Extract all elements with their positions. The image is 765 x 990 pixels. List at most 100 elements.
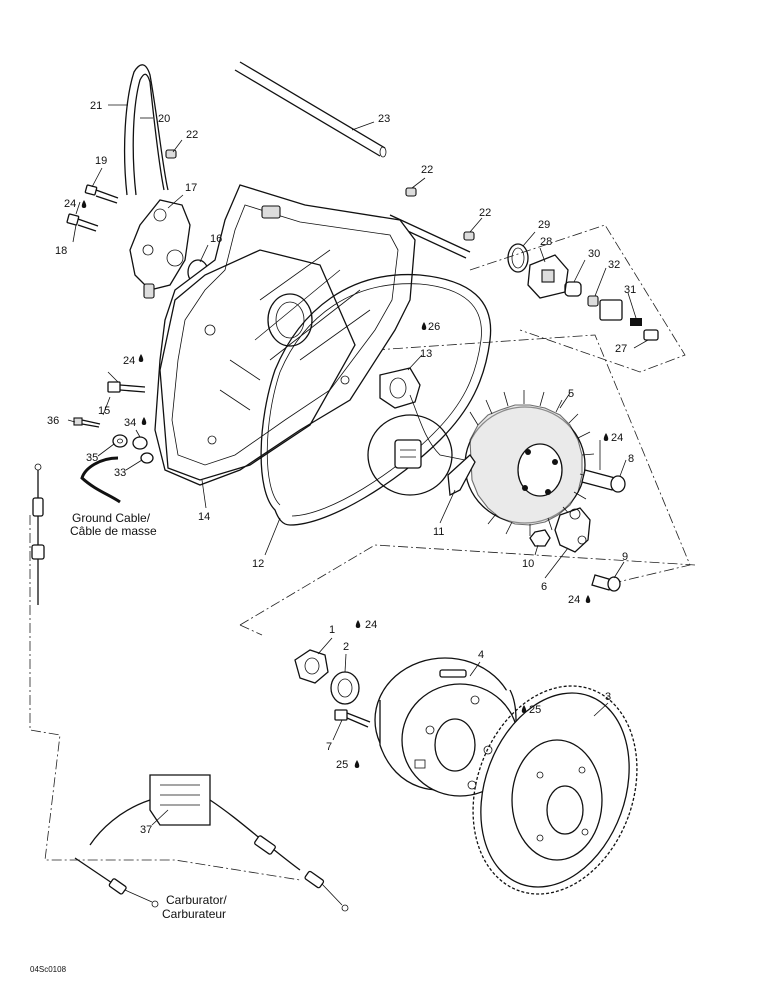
label-19: 19 [95,155,107,167]
oil-drop-icon [81,200,87,208]
leader-lines [67,104,649,826]
label-6: 6 [541,581,547,593]
nut-33 [140,452,154,464]
label-29: 29 [538,219,550,231]
stator-wires [409,394,466,461]
label-28: 28 [540,236,552,248]
label-13: 13 [420,348,432,360]
bolt-19 [84,184,119,204]
oil-pump-17 [129,199,191,299]
label-33: 33 [114,467,126,479]
throttle-cable [31,463,45,605]
label-24: 24 [123,355,135,367]
cable-splitter-37 [74,774,349,912]
label-26: 26 [428,321,440,333]
label-9: 9 [622,551,628,563]
nut-1 [294,649,329,684]
label-16: 16 [210,233,222,245]
label-30: 30 [588,248,600,260]
grommet-13 [379,367,421,409]
wire-bracket-11 [447,454,476,497]
ground-cable-caption: Ground Cable/ [72,511,151,525]
carburator-caption-fr: Carburateur [162,907,226,921]
pickup-6 [554,507,591,553]
oil-drop-icon [355,620,361,628]
label-5: 5 [568,388,574,400]
label-25: 25 [529,704,541,716]
oil-drop-icons [81,200,609,768]
magneto-housing [154,184,416,486]
oil-drop-icon [138,354,144,362]
clip-27 [643,329,659,341]
pin-32 [587,295,623,321]
label-8: 8 [628,453,634,465]
label-21: 21 [90,100,102,112]
washer-34 [132,436,148,450]
oil-drop-icon [521,705,527,713]
oil-drop-icon [141,417,147,425]
bolt-8 [581,469,626,493]
label-35: 35 [86,452,98,464]
detail-circle-11 [367,414,453,496]
washer-35 [112,434,128,448]
label-7: 7 [326,741,332,753]
oil-drop-icon [603,433,609,441]
label-24: 24 [365,619,377,631]
gasket-14 [159,249,356,481]
label-18: 18 [55,245,67,257]
bolt-18 [66,213,99,232]
bolt-7 [334,709,371,728]
label-10: 10 [522,558,534,570]
assembly-outlines [29,224,696,881]
label-32: 32 [608,259,620,271]
connector-28 [527,254,569,299]
label-17: 17 [185,182,197,194]
ring-gear-3 [472,685,638,895]
label-34: 34 [124,417,136,429]
oil-drop-icon [585,595,591,603]
label-2: 2 [343,641,349,653]
label-22: 22 [421,164,433,176]
label-36: 36 [47,415,59,427]
label-14: 14 [198,511,210,523]
label-20: 20 [158,113,170,125]
label-11: 11 [433,526,444,538]
bolt-9 [591,574,621,592]
label-25: 25 [336,759,348,771]
label-23: 23 [378,113,390,125]
label-15: 15 [98,405,110,417]
oil-drop-icon [421,322,427,330]
terminal-31 [630,318,642,326]
label-22: 22 [186,129,198,141]
oil-drop-icon [354,760,360,768]
bolt-36 [73,417,101,428]
label-27: 27 [615,343,627,355]
label-31: 31 [624,284,636,296]
washer-2 [330,671,360,705]
figure-code: 04Sc0108 [30,965,67,974]
label-37: 37 [140,824,152,836]
label-12: 12 [252,558,264,570]
seal-30 [564,281,582,297]
nut-10 [529,529,551,547]
stator-5 [464,390,595,536]
flywheel-4 [374,657,519,797]
hose-21 [123,64,169,196]
ground-cable-caption-fr: Câble de masse [70,524,157,538]
label-24: 24 [611,432,623,444]
ring-29 [507,243,529,273]
label-24: 24 [568,594,580,606]
label-4: 4 [478,649,484,661]
label-3: 3 [605,691,611,703]
ground-cable [80,456,121,504]
hose-23 [234,61,387,158]
captions: Ground Cable/ Câble de masse Carburator/… [30,511,227,974]
part-number-labels: 21 20 23 22 22 22 19 17 24 18 16 29 28 3… [47,100,636,836]
bolt-15 [107,381,146,393]
clamp-22 [165,149,475,241]
label-1: 1 [329,624,335,636]
carburator-caption: Carburator/ [166,893,227,907]
label-24: 24 [64,198,76,210]
label-22: 22 [479,207,491,219]
